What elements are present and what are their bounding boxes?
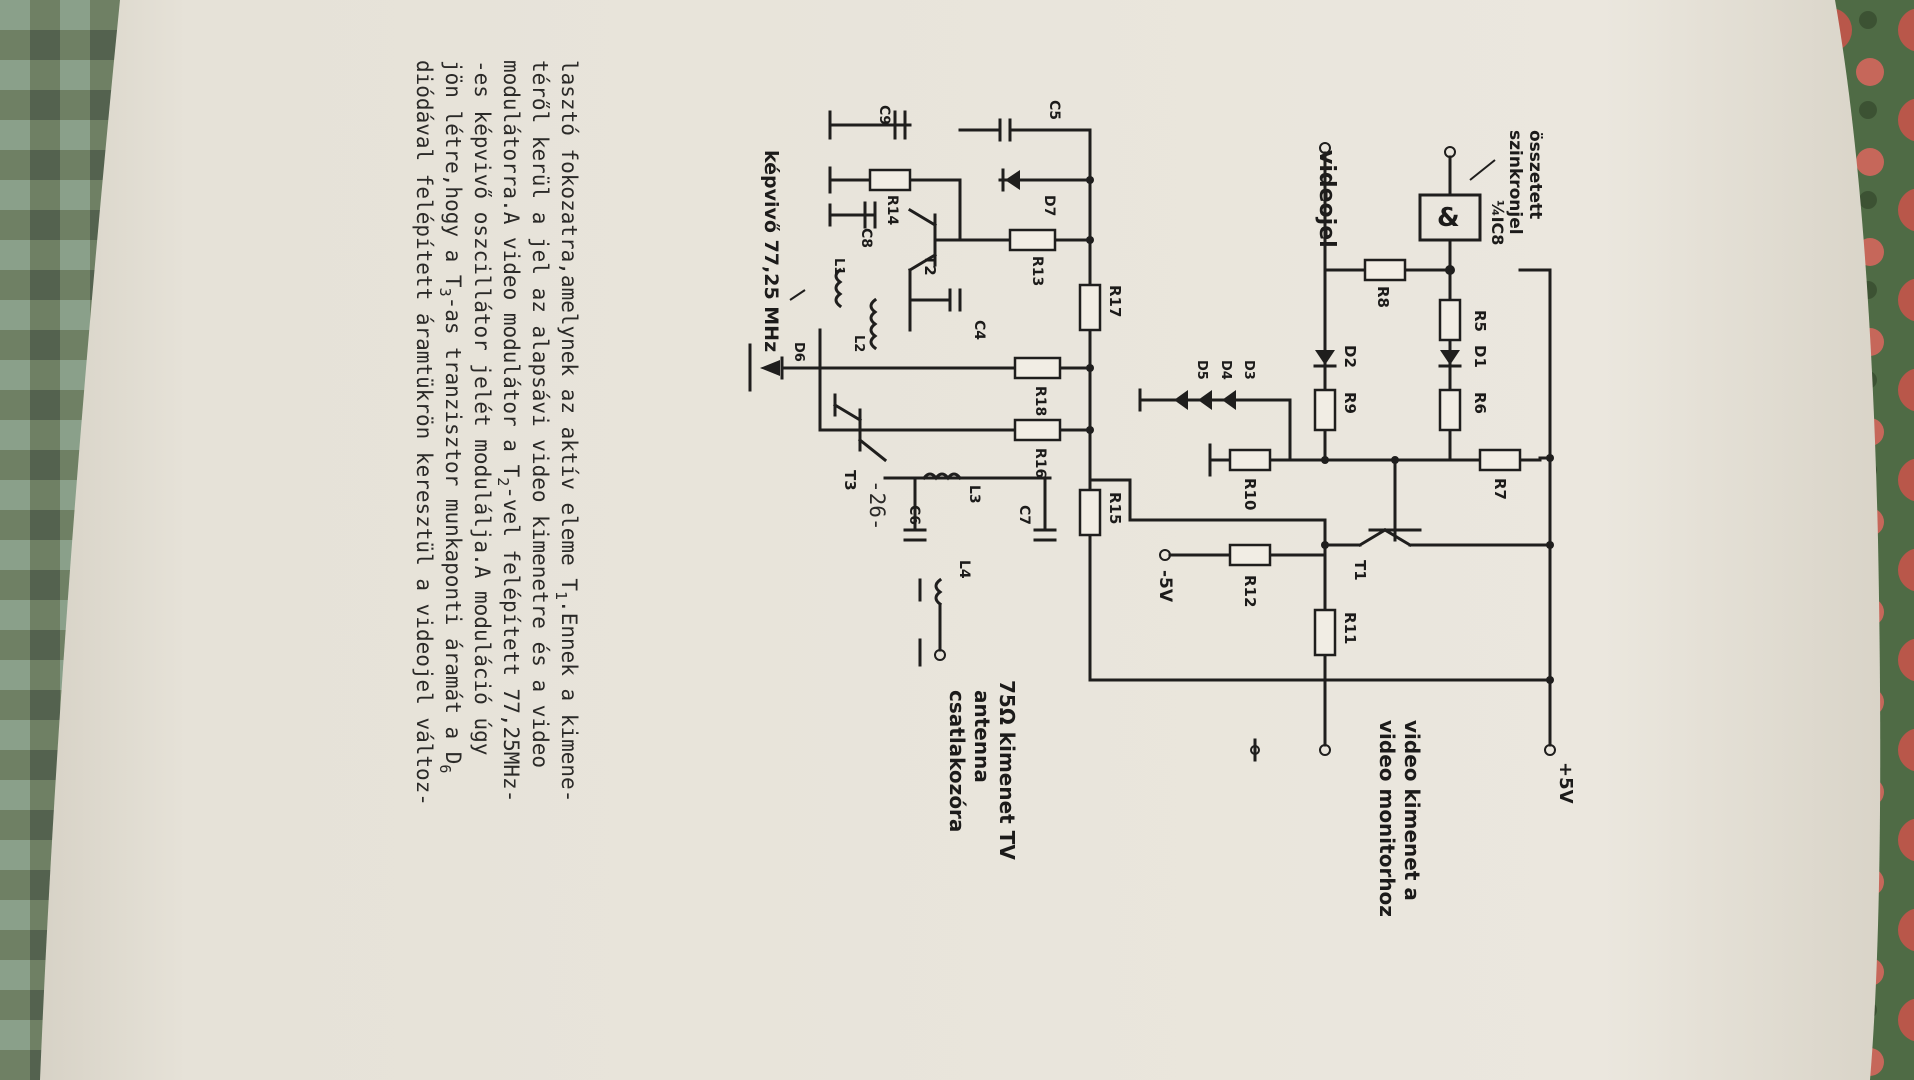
transistor-t1: T1 <box>1351 560 1369 581</box>
resistor-r16 <box>1013 418 1062 442</box>
supply-pos-label: +5V <box>1555 762 1576 804</box>
svg-text:L1: L1 <box>831 258 846 275</box>
text-line: lasztó fokozatra,amelynek az aktív eleme… <box>552 60 581 802</box>
rf-out-label-3: csatlakozóra <box>945 690 969 832</box>
resistor-r5 <box>1438 298 1462 342</box>
svg-text:D4: D4 <box>1218 360 1233 380</box>
paper-sheet <box>40 0 1881 1080</box>
svg-text:L4: L4 <box>956 560 972 579</box>
svg-text:R10: R10 <box>1241 478 1259 510</box>
capacitor-c4: C4 <box>971 320 987 340</box>
video-out-label-2: video monitorhoz <box>1375 720 1399 917</box>
inductor-l4 <box>934 577 943 607</box>
resistor-r13 <box>1008 228 1057 252</box>
inductor-l2 <box>869 297 878 351</box>
transistor-t2: T2 <box>921 255 939 276</box>
svg-text:D5: D5 <box>1194 360 1209 380</box>
diode-d1 <box>1440 350 1460 365</box>
resistor-r11 <box>1313 608 1337 657</box>
resistor-r15 <box>1078 488 1102 537</box>
resistor-r17 <box>1078 283 1102 332</box>
capacitor-c6: C6 <box>906 505 922 525</box>
sync-label-1: összetett <box>1525 130 1545 219</box>
svg-text:L3: L3 <box>966 485 982 504</box>
inductor-l3 <box>921 472 963 481</box>
resistor-r14 <box>868 168 912 192</box>
svg-text:R14: R14 <box>884 195 900 226</box>
resistor-r12 <box>1228 543 1272 567</box>
svg-text:D2: D2 <box>1341 345 1359 368</box>
svg-text:R12: R12 <box>1241 575 1259 607</box>
svg-text:R11: R11 <box>1341 612 1359 644</box>
svg-text:R18: R18 <box>1032 386 1048 416</box>
resistor-r6 <box>1438 388 1462 432</box>
text-line: modulátorra.A video modulátor a T2-vel f… <box>494 60 523 802</box>
svg-text:R17: R17 <box>1106 285 1124 317</box>
svg-text:R5: R5 <box>1471 310 1489 332</box>
svg-text:L2: L2 <box>851 335 866 352</box>
resistor-r9 <box>1313 388 1337 432</box>
svg-text:R6: R6 <box>1471 392 1489 414</box>
svg-text:R7: R7 <box>1491 478 1509 500</box>
carrier-label: képvivő 77,25 MHz <box>760 150 782 352</box>
inductor-l1 <box>834 267 843 309</box>
diode-d6 <box>760 360 780 376</box>
svg-text:D6: D6 <box>791 342 806 362</box>
svg-text:R16: R16 <box>1032 448 1048 478</box>
resistor-r10 <box>1228 448 1272 472</box>
svg-text:D1: D1 <box>1471 345 1489 368</box>
capacitor-c9: C9 <box>876 105 892 125</box>
diode-d3 <box>1222 390 1236 410</box>
diode-d5 <box>1174 390 1188 410</box>
svg-text:R9: R9 <box>1341 392 1359 414</box>
gate-label: ¼IC8 <box>1488 200 1507 245</box>
resistor-r18 <box>1013 356 1062 380</box>
diode-d7 <box>1005 170 1020 190</box>
page-number: -26- <box>865 480 889 531</box>
rf-out-label-1: 75Ω kimenet TV <box>995 680 1019 860</box>
body-text: lasztó fokozatra,amelynek az aktív eleme… <box>412 60 581 806</box>
diode-d4 <box>1198 390 1212 410</box>
transistor-t3: T3 <box>841 470 859 491</box>
text-line: jön létre,hogy a T3-as tranzisztor munka… <box>436 60 465 773</box>
rf-out-label-2: antenna <box>970 690 994 783</box>
capacitor-c5: C5 <box>1046 100 1062 120</box>
resistor-r8 <box>1363 258 1407 282</box>
sync-label-2: szinkronjel <box>1505 130 1525 235</box>
svg-text:D7: D7 <box>1041 195 1057 216</box>
text-line: diódával felépített áramtükrön keresztül… <box>412 60 436 806</box>
video-out-label-1: video kimenet a <box>1400 720 1424 901</box>
supply-neg-label: -5V <box>1155 570 1175 603</box>
svg-text:R8: R8 <box>1374 286 1392 308</box>
svg-text:R15: R15 <box>1106 492 1124 524</box>
svg-text:&: & <box>1437 203 1460 233</box>
text-line: -es képvivő oszcillátor jelét modulálja.… <box>470 60 494 755</box>
svg-text:D3: D3 <box>1241 360 1256 380</box>
text-line: téről kerül a jel az alapsávi video kime… <box>528 60 552 768</box>
capacitor-c7: C7 <box>1016 505 1032 525</box>
capacitor-c8: C8 <box>858 228 874 248</box>
diode-d2 <box>1315 350 1335 365</box>
svg-text:R13: R13 <box>1029 256 1045 286</box>
resistor-r7 <box>1478 448 1522 472</box>
circuit-schematic: +5V összetett szinkronjel & ¼IC8 R5 D1 R… <box>748 100 1576 917</box>
